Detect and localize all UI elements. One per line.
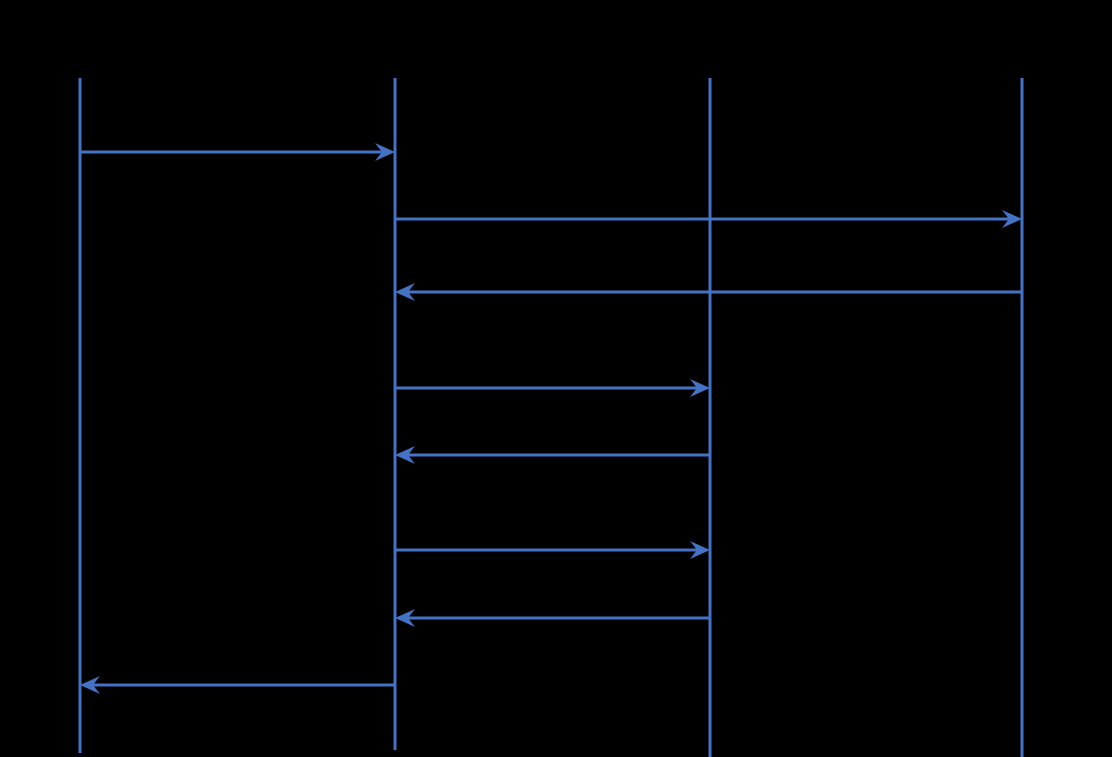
message-2	[395, 210, 1022, 228]
message-7-arrowhead-icon	[395, 609, 415, 627]
message-4-arrowhead-icon	[690, 379, 710, 397]
message-6-arrowhead-icon	[690, 541, 710, 559]
message-2-arrowhead-icon	[1002, 210, 1022, 228]
message-8-arrowhead-icon	[80, 676, 100, 694]
message-6	[395, 541, 710, 559]
message-3	[395, 283, 1022, 301]
message-1-arrowhead-icon	[375, 143, 395, 161]
message-5-arrowhead-icon	[395, 446, 415, 464]
message-1	[80, 143, 395, 161]
message-3-arrowhead-icon	[395, 283, 415, 301]
message-5	[395, 446, 710, 464]
message-8	[80, 676, 395, 694]
message-4	[395, 379, 710, 397]
message-7	[395, 609, 710, 627]
